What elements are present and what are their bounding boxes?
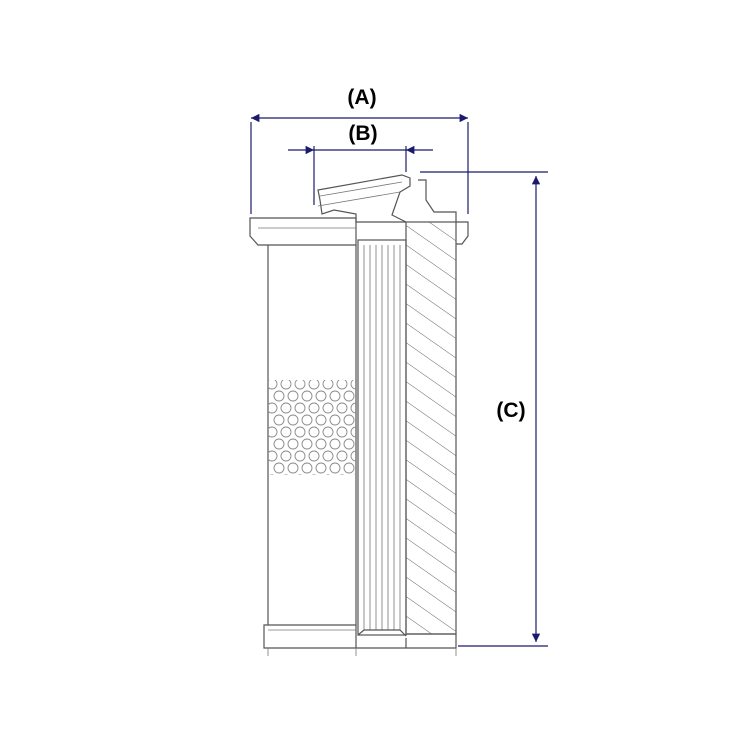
perforation-hole	[280, 380, 292, 390]
perforation-hole	[294, 450, 306, 462]
perforation-hole	[343, 462, 355, 474]
perforation-hole	[287, 414, 299, 426]
outer-cylinder	[267, 245, 357, 625]
perforated-section	[268, 380, 368, 475]
perforation-hole	[322, 426, 334, 438]
bottom-end-cap	[263, 624, 457, 656]
perforation-hole	[315, 390, 327, 402]
perforation-hole	[308, 402, 320, 414]
perforation-hole	[358, 415, 368, 425]
perforation-hole	[294, 380, 306, 390]
outlet-fitting	[317, 174, 457, 223]
perforation-hole	[301, 438, 313, 450]
perforation-hole	[343, 414, 355, 426]
perforation-hole	[294, 426, 306, 438]
perforation-hole	[329, 390, 341, 402]
dimension-a-label: (A)	[347, 86, 376, 109]
perforation-hole	[287, 438, 299, 450]
perforation-hole	[308, 426, 320, 438]
perforation-hole	[280, 402, 292, 414]
perforation-hole	[358, 391, 368, 401]
perforation-hole	[283, 474, 289, 475]
perforation-hole	[350, 450, 356, 462]
dimension-b-label: (B)	[348, 122, 377, 145]
perforation-hole	[329, 462, 341, 474]
perforation-hole	[358, 439, 368, 449]
perforation-hole	[294, 402, 306, 414]
perforation-hole	[308, 450, 320, 462]
perforation-hole	[350, 402, 356, 414]
perforation-hole	[343, 390, 355, 402]
perforation-hole	[322, 450, 334, 462]
perforation-hole	[358, 463, 368, 473]
perforation-hole	[336, 380, 348, 390]
perforation-hole	[273, 390, 285, 402]
perforation-hole	[339, 474, 345, 475]
filter-body	[249, 174, 469, 656]
perforation-hole	[350, 426, 356, 438]
perforation-hole	[336, 402, 348, 414]
cross-section-hatch	[405, 221, 469, 635]
perforation-hole	[343, 438, 355, 450]
perforation-hole	[273, 414, 285, 426]
perforation-hole	[315, 462, 327, 474]
perforation-hole	[301, 414, 313, 426]
perforation-hole	[280, 450, 292, 462]
dimension-c: (C)	[420, 171, 548, 647]
perforation-hole	[325, 474, 331, 475]
perforation-hole	[322, 380, 334, 390]
perforation-hole	[301, 390, 313, 402]
perforation-hole	[297, 474, 303, 475]
perforation-hole	[308, 380, 320, 390]
perforation-hole	[311, 474, 317, 475]
perforation-hole	[268, 380, 278, 390]
perforation-hole	[329, 438, 341, 450]
perforation-hole	[273, 438, 285, 450]
perforation-hole	[350, 380, 356, 390]
dimension-a: (A)	[250, 86, 469, 214]
perforation-hole	[336, 426, 348, 438]
perforation-hole	[322, 402, 334, 414]
perforation-hole	[273, 462, 285, 474]
perforation-hole	[287, 462, 299, 474]
perforation-hole	[287, 390, 299, 402]
perforation-hole	[268, 402, 278, 414]
pleated-media	[357, 239, 407, 636]
perforation-hole	[301, 462, 313, 474]
dimension-b: (B)	[288, 122, 433, 205]
perforation-hole	[280, 426, 292, 438]
top-end-cap	[249, 217, 357, 246]
perforation-hole	[315, 438, 327, 450]
perforation-hole	[268, 450, 278, 462]
perforation-hole	[268, 426, 278, 438]
perforation-hole	[315, 414, 327, 426]
perforation-hole	[336, 450, 348, 462]
perforation-hole	[329, 414, 341, 426]
dimension-c-label: (C)	[496, 399, 525, 422]
